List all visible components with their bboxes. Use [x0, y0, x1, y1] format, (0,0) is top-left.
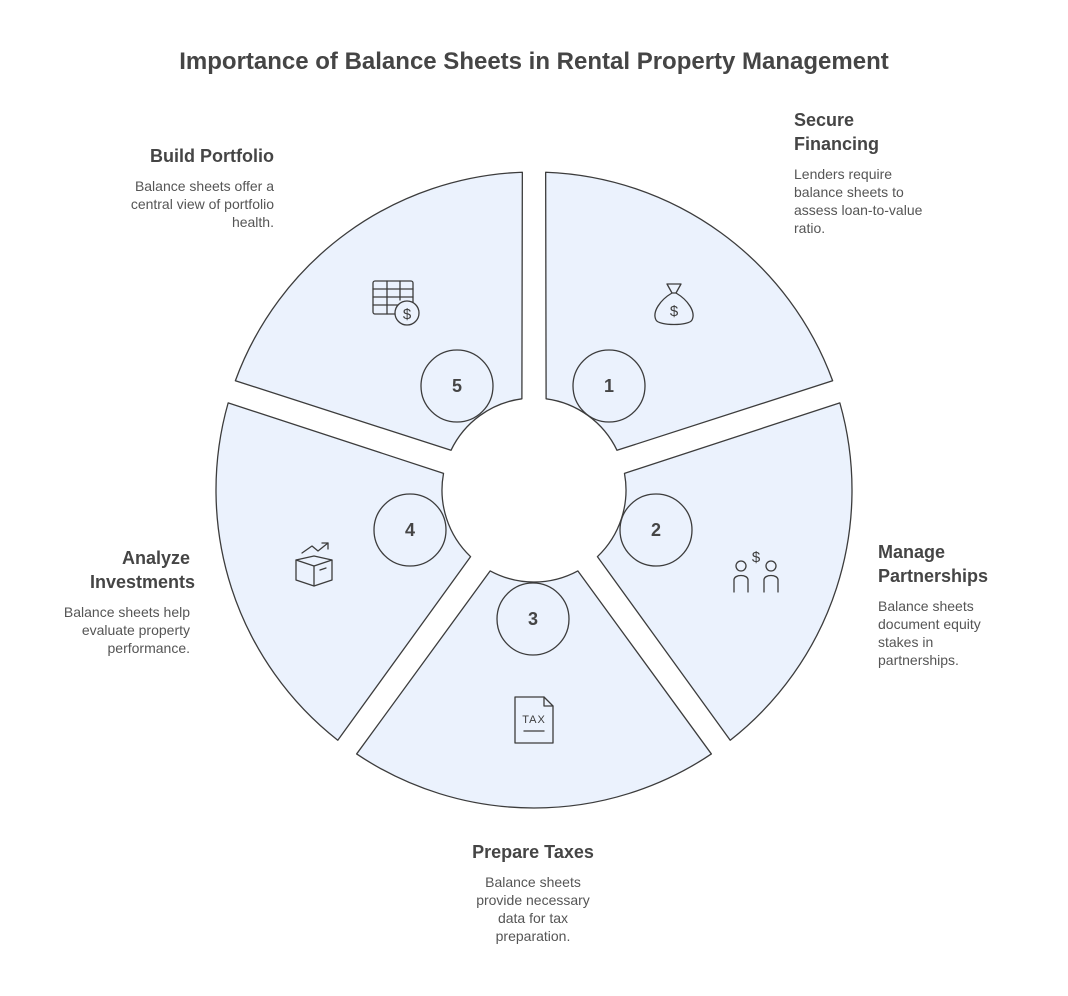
segment-4 — [215, 402, 472, 741]
money-bag-icon: $ — [654, 283, 694, 326]
diagram-title: Importance of Balance Sheets in Rental P… — [179, 48, 889, 75]
investment-box-icon — [295, 542, 333, 587]
step-title-5: Build Portfolio — [150, 146, 274, 166]
step-desc-4: Balance sheets help evaluate property pe… — [63, 604, 190, 656]
step-title-4: Analyze Investments — [90, 548, 196, 592]
step-number-3: 3 — [528, 609, 538, 629]
segment-3 — [355, 570, 713, 809]
svg-text:$: $ — [752, 549, 761, 566]
svg-text:$: $ — [670, 303, 679, 320]
step-title-2: Manage Partnerships — [878, 542, 989, 586]
tax-icon-label: TAX — [522, 714, 546, 726]
tax-document-icon: TAX — [514, 696, 554, 744]
step-label-3: Prepare Taxes Balance sheets provide nec… — [453, 840, 613, 945]
step-badge-4: 4 — [373, 493, 447, 567]
step-number-5: 5 — [452, 376, 462, 396]
step-title-1: Secure Financing — [794, 110, 879, 154]
step-badge-3: 3 — [496, 582, 570, 656]
step-label-2: Manage Partnerships Balance sheets docum… — [878, 540, 1008, 669]
step-badge-1: 1 — [572, 349, 646, 423]
step-desc-3: Balance sheets provide necessary data fo… — [476, 874, 590, 944]
step-title-3: Prepare Taxes — [472, 842, 594, 862]
svg-text:$: $ — [403, 306, 412, 323]
partners-dollar-icon: $ — [733, 549, 779, 593]
step-badge-2: 2 — [619, 493, 693, 567]
step-number-2: 2 — [651, 520, 661, 540]
step-badge-5: 5 — [420, 349, 494, 423]
step-desc-2: Balance sheets document equity stakes in… — [878, 598, 981, 668]
step-label-5: Build Portfolio Balance sheets offer a c… — [114, 144, 274, 231]
step-label-4: Analyze Investments Balance sheets help … — [40, 546, 196, 657]
step-number-1: 1 — [604, 376, 614, 396]
step-number-4: 4 — [405, 520, 415, 540]
step-desc-5: Balance sheets offer a central view of p… — [130, 178, 274, 230]
spreadsheet-dollar-icon: $ — [372, 280, 420, 326]
step-desc-1: Lenders require balance sheets to assess… — [794, 166, 923, 236]
step-label-1: Secure Financing Lenders require balance… — [794, 108, 944, 237]
